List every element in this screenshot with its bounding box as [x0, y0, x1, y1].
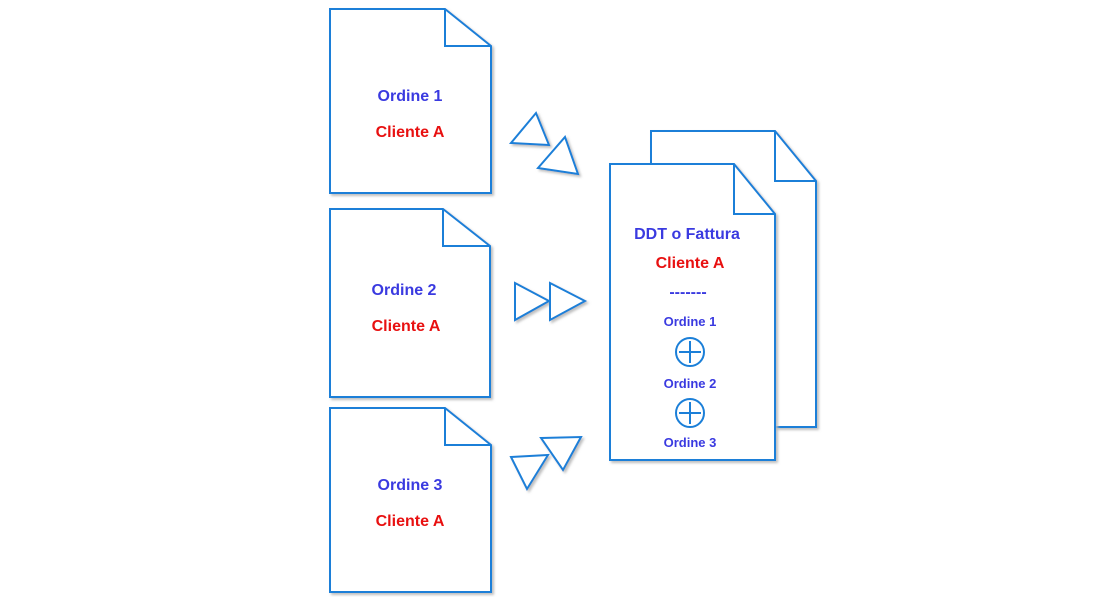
order-document-2: Ordine 2 Cliente A: [329, 208, 491, 398]
output-document-shape: [609, 163, 776, 461]
order-document-3-shape: [329, 407, 492, 593]
order-document-3-order-label: Ordine 3: [378, 477, 443, 494]
order-document-2-client-label: Cliente A: [372, 318, 441, 335]
double-triangle-arrow-icon: [549, 281, 588, 322]
plus-circle-icon: [675, 398, 705, 428]
order-document-1-shape: [329, 8, 492, 194]
order-document-2-fold: [442, 209, 490, 247]
double-triangle-arrow-icon: [509, 453, 550, 492]
connector-arrow-1: [508, 111, 580, 176]
order-document-1-client-label: Cliente A: [376, 124, 445, 141]
double-triangle-arrow-icon: [508, 111, 551, 147]
output-document-fold: [733, 164, 775, 215]
connector-arrow-2: [514, 281, 588, 322]
order-document-1-fold: [444, 9, 491, 47]
order-document-1: Ordine 1 Cliente A: [329, 8, 492, 194]
double-triangle-arrow-icon: [539, 435, 583, 472]
order-document-3-fold: [444, 408, 491, 446]
order-document-1-order-label: Ordine 1: [378, 88, 443, 105]
double-triangle-arrow-icon: [514, 281, 552, 322]
connector-arrow-3: [509, 435, 583, 492]
order-document-3-client-label: Cliente A: [376, 513, 445, 530]
output-document-back-fold: [774, 131, 816, 182]
output-document-client-label: Cliente A: [656, 255, 725, 272]
output-document-item-1: Ordine 1: [664, 314, 717, 329]
order-document-2-shape: [329, 208, 491, 398]
output-document-title: DDT o Fattura: [634, 226, 740, 243]
double-triangle-arrow-icon: [536, 135, 580, 176]
output-document-item-2: Ordine 2: [664, 376, 717, 391]
output-document: DDT o Fattura Cliente A ------- Ordine 1…: [609, 163, 776, 461]
order-document-3: Ordine 3 Cliente A: [329, 407, 492, 593]
plus-circle-icon: [675, 337, 705, 367]
output-document-separator: -------: [669, 284, 706, 301]
order-document-2-order-label: Ordine 2: [372, 282, 437, 299]
output-document-item-3: Ordine 3: [664, 435, 717, 450]
